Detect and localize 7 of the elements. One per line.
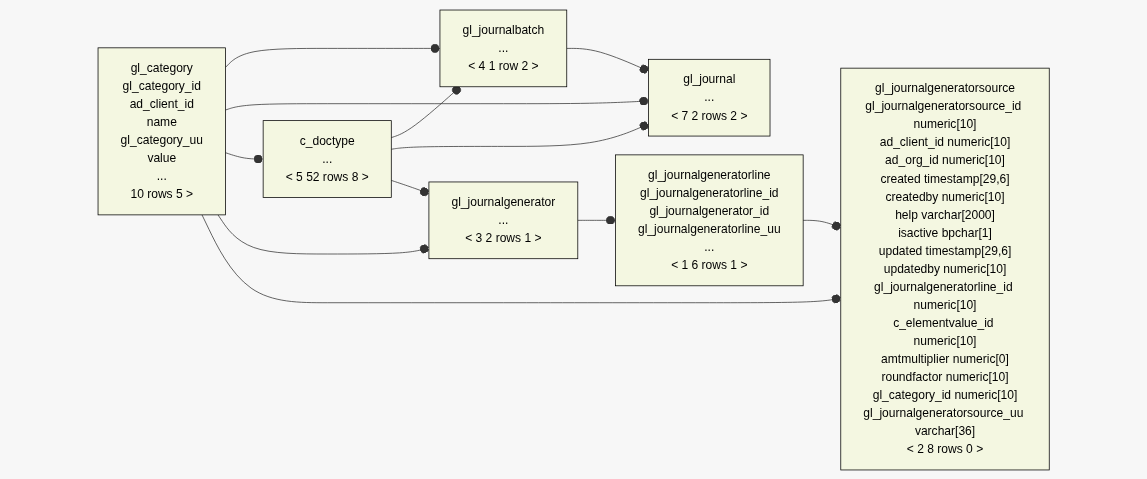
node-box: c_doctype ... < 5 52 rows 8 > <box>262 119 392 198</box>
node-box: gl_journalgeneratorsource gl_journalgeneratorsource_id numeric[10] ad_client_id numeric[10] ad_org_id numeric[10] created timestamp[29,6] createdby numeric[10] help varchar[2000] isactive bpchar[1] updated timestamp[29,6] updatedby numeric[10] gl_journalgeneratorline_id numeric[10] c_elementvalue_id numeric[10] amtmultiplier numeric[0] roundfactor numeric[10] gl_category_id numeric[10] gl_journalgeneratorsource_uu varchar[36] < 2 8 rows 0 > <box>840 67 1050 470</box>
node-box: gl_journalgeneratorline gl_journalgeneratorline_id gl_journalgenerator_id gl_journalgeneratorline_uu ... < 1 6 rows 1 > <box>614 154 804 286</box>
node-box: gl_journalbatch ... < 4 1 row 2 > <box>439 9 567 87</box>
node-box: gl_journalgenerator ... < 3 2 rows 1 > <box>428 181 579 259</box>
node-box: gl_category gl_category_id ad_client_id name gl_category_uu value ... 10 rows 5 > <box>97 46 226 215</box>
node-box: gl_journal ... < 7 2 rows 2 > <box>648 58 771 136</box>
